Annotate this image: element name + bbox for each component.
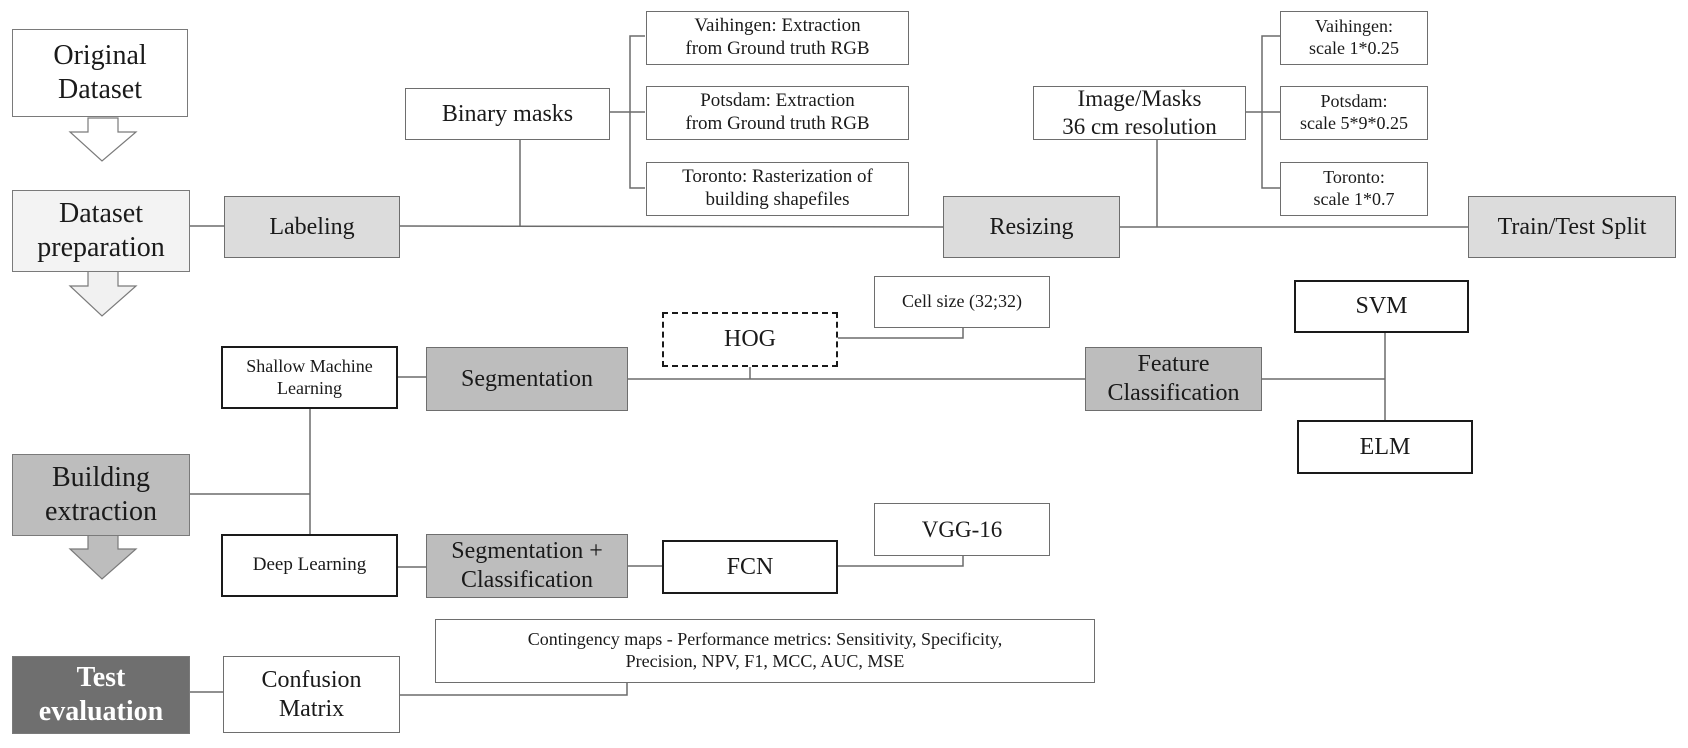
vaihingen-mask-box: Vaihingen: Extraction from Ground truth … bbox=[646, 11, 909, 65]
phase-dataset-preparation: Dataset preparation bbox=[12, 190, 190, 272]
labeling-box: Labeling bbox=[224, 196, 400, 258]
feature-classification-box: Feature Classification bbox=[1085, 347, 1262, 411]
fcn-box: FCN bbox=[662, 540, 838, 594]
potsdam-scale-box: Potsdam: scale 5*9*0.25 bbox=[1280, 86, 1428, 140]
svm-box: SVM bbox=[1294, 280, 1469, 333]
performance-metrics-box: Contingency maps - Performance metrics: … bbox=[435, 619, 1095, 683]
resizing-box: Resizing bbox=[943, 196, 1120, 258]
confusion-matrix-box: Confusion Matrix bbox=[223, 656, 400, 733]
toronto-mask-box: Toronto: Rasterization of building shape… bbox=[646, 162, 909, 216]
phase-original-dataset: Original Dataset bbox=[12, 29, 188, 117]
elm-box: ELM bbox=[1297, 420, 1473, 474]
cell-size-box: Cell size (32;32) bbox=[874, 276, 1050, 328]
vaihingen-scale-box: Vaihingen: scale 1*0.25 bbox=[1280, 11, 1428, 65]
hog-box: HOG bbox=[662, 312, 838, 367]
phase-building-extraction: Building extraction bbox=[12, 454, 190, 536]
toronto-scale-box: Toronto: scale 1*0.7 bbox=[1280, 162, 1428, 216]
binary-masks-box: Binary masks bbox=[405, 88, 610, 140]
potsdam-mask-box: Potsdam: Extraction from Ground truth RG… bbox=[646, 86, 909, 140]
phase-test-evaluation: Test evaluation bbox=[12, 656, 190, 734]
deep-learning-box: Deep Learning bbox=[221, 534, 398, 597]
train-test-split-box: Train/Test Split bbox=[1468, 196, 1676, 258]
shallow-machine-learning-box: Shallow Machine Learning bbox=[221, 346, 398, 409]
segmentation-classification-box: Segmentation + Classification bbox=[426, 534, 628, 598]
vgg16-box: VGG-16 bbox=[874, 503, 1050, 556]
image-masks-box: Image/Masks 36 cm resolution bbox=[1033, 86, 1246, 140]
segmentation-box: Segmentation bbox=[426, 347, 628, 411]
